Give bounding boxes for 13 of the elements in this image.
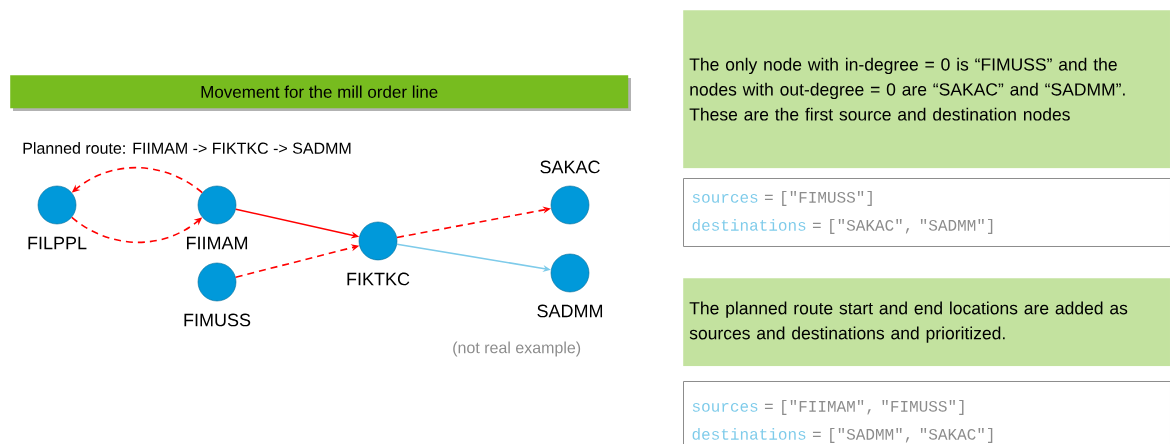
location-label: SADMM	[537, 304, 603, 318]
footnote: (not real example)	[453, 341, 581, 357]
code-box: sources = ["FIIMAM", "FIMUSS"] destinations = ["SADMM", "SAKAC"]	[683, 381, 1170, 444]
note-box: The only node with in-degree = 0 is “FIMUSS” and the nodes with out-degree = 0 are “SAKAC” and “SADMM”. These are the first source and destination nodes	[683, 10, 1170, 169]
note-box: The planned route start and end locations are added as sources and destinations and prioritized.	[683, 278, 1170, 367]
code-box: sources = ["FIMUSS"] destinations = ["SAKAC", "SADMM"]	[683, 178, 1170, 247]
route-note: Planned route: FIIMAM -> FIKTKC -> SADMM	[23, 142, 351, 154]
title-band: Movement for the mill order line	[10, 75, 631, 111]
location-label: FIMUSS	[184, 313, 251, 327]
location-label: FILPPL	[28, 236, 87, 250]
location-label: SAKAC	[540, 160, 600, 174]
location-label: FIKTKC	[347, 272, 410, 286]
location-label: FIIMAM	[187, 236, 248, 250]
